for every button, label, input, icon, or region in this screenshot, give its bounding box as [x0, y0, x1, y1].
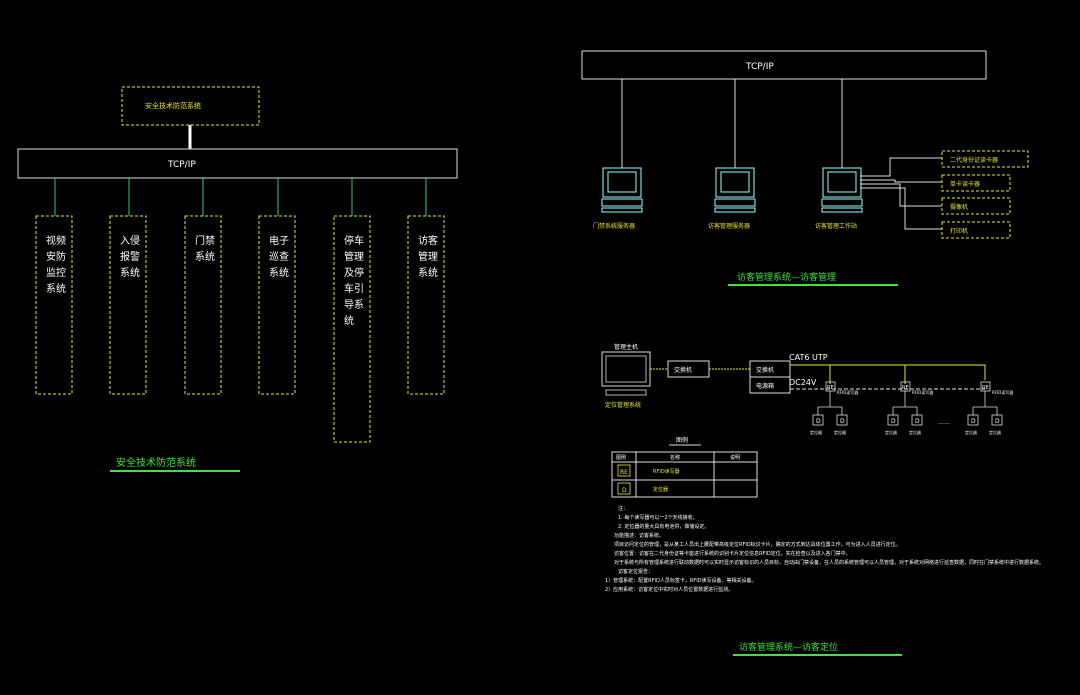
device-box-4 [941, 221, 1011, 239]
cable-label-1: CAT6 UTP [789, 353, 828, 362]
note-line: 2）应用系统：访客定位中实时对人员位置数据进行监测。 [605, 586, 733, 593]
subsystem-box-1 [35, 215, 73, 395]
legend-table [611, 444, 758, 498]
tag-symbol: D [816, 418, 821, 425]
tcp-ip-label-right: TCP/IP [745, 62, 774, 72]
power-box [749, 376, 791, 394]
subsystem-box-5 [333, 215, 371, 443]
subsystem-box-6 [407, 215, 445, 395]
tag-label: 定位器 [885, 429, 897, 435]
tag-label: 定位器 [989, 429, 1001, 435]
subsystem-label-5: 停车管理及停车引导系统 [344, 234, 364, 327]
reader-label: RFID读写器 [912, 389, 933, 395]
subsystem-label-2: 入侵报警系统 [120, 235, 140, 279]
reader-symbol: RE [982, 385, 989, 391]
switch-1-label: 交换机 [674, 366, 692, 374]
host-monitor [601, 351, 651, 387]
subsystem-box-3 [184, 215, 222, 395]
tcp-ip-label-left: TCP/IP [167, 160, 196, 170]
top-box-label: 安全技术防范系统 [145, 101, 201, 110]
power-label: 电源箱 [756, 382, 774, 390]
computer-label-2: 访客管理服务器 [708, 222, 750, 230]
tag-label: 定位器 [810, 429, 822, 435]
switch-2-label: 交换机 [756, 366, 774, 374]
reader-symbol: RE [827, 385, 834, 391]
host-label: 管理主机 [614, 343, 638, 351]
reader-label: RFID读写器 [837, 389, 858, 395]
tag-label: 定位器 [965, 429, 977, 435]
top-box [121, 86, 260, 126]
computers [601, 167, 863, 213]
device-box-1 [941, 150, 1029, 168]
computer-label-1: 门禁系统服务器 [593, 222, 635, 230]
computer-2 [714, 167, 756, 213]
tag-label: 定位器 [909, 429, 921, 435]
visitor-location-diagram: 管理主机 定位管理系统 交换机 交换机 电源箱 CAT6 UTP DC24V R… [601, 343, 1044, 656]
rfid-readers: RERFID读写器D定位器D定位器RERFID读写器D定位器D定位器RERFID… [810, 381, 1013, 435]
computer-1 [601, 167, 643, 213]
device-label-4: 打印机 [950, 227, 968, 235]
tag-symbol: D [891, 418, 896, 425]
tcp-ip-bus-right [581, 50, 987, 80]
tcp-ip-bus-left [17, 148, 458, 179]
reader-symbol: RE [902, 385, 909, 391]
left-caption: 安全技术防范系统 [116, 456, 196, 469]
legend-name-2: 定位器 [653, 486, 668, 493]
note-line: 访客位置：访客在二代身份证等卡座进行系统的识别卡片定位信息RFID定位，实在检查… [614, 550, 851, 557]
note-line: 1）管理系统：配置RFID人员标签卡，RFID读写设备，等相关设备。 [605, 577, 757, 584]
subsystem-box-4 [258, 215, 296, 395]
note-line: 功能描述：访客系统。 [614, 532, 664, 539]
note-line: 1. 每个读写器可以一2个天线接收； [618, 514, 698, 521]
subsystem-box-2 [109, 215, 147, 395]
legend-symbol-2: D [622, 487, 627, 494]
device-label-1: 二代身份证读卡器 [950, 156, 998, 164]
device-box-2 [941, 174, 1011, 192]
note-line: 2. 定位器的量大具有电池供，做储设定。 [618, 523, 709, 530]
legend-name-1: RFID读写器 [653, 468, 680, 475]
device-label-3: 摄像机 [950, 203, 968, 211]
subsystem-label-1: 视频安防监控系统 [46, 234, 66, 295]
notes: 注： 1. 每个读写器可以一2个天线接收； 2. 定位器的量大具有电池供，做储设定。… [605, 505, 1044, 593]
note-line: 对于系统与所有管理系统进行联动数据时可以实时显示访客标识的人员目标，自动由门禁设… [614, 559, 1044, 566]
legend-header-1: 图例 [616, 454, 626, 461]
host-sub-label: 定位管理系统 [605, 401, 641, 409]
cable-label-2: DC24V [789, 378, 817, 387]
tag-symbol: D [915, 418, 920, 425]
computer-label-3: 访客管理工作站 [815, 222, 857, 230]
note-line: 项目访问定位的管理，是从某工人员出上腰配带高级定位RFID标识卡片，确定的方式到… [614, 541, 901, 548]
tag-symbol: D [840, 418, 845, 425]
bottom-right-caption: 访客管理系统—访客定位 [739, 641, 838, 653]
tag-label: 定位器 [834, 429, 846, 435]
reader-label: RFID读写器 [992, 389, 1013, 395]
device-box-3 [941, 197, 1011, 215]
security-system-diagram: 安全技术防范系统 TCP/IP 视频安防监控系统 入侵报警系统 门禁系统 电子巡查系统… [17, 86, 458, 472]
device-label-2: 单卡读卡器 [950, 180, 980, 188]
computer-3 [821, 167, 863, 213]
note-line: 访客定位报告： [618, 568, 653, 575]
legend-header-3: 说明 [730, 454, 740, 461]
legend-symbol-1: RE [620, 469, 628, 476]
subsystem-label-3: 门禁系统 [195, 234, 215, 263]
subsystem-label-4: 电子巡查系统 [269, 234, 289, 279]
legend-title: 图例 [676, 436, 688, 444]
tag-symbol: D [971, 418, 976, 425]
visitor-management-diagram: TCP/IP 二代身份证读卡器 单卡读卡器 摄像机 打印机 门禁系统服务器 访客… [581, 50, 1029, 286]
ellipsis: …… [938, 419, 950, 426]
top-right-caption: 访客管理系统—访客管理 [737, 271, 836, 283]
legend-header-2: 名称 [670, 454, 680, 461]
tag-symbol: D [995, 418, 1000, 425]
note-line: 注： [618, 505, 628, 512]
subsystem-label-6: 访客管理系统 [418, 234, 438, 279]
